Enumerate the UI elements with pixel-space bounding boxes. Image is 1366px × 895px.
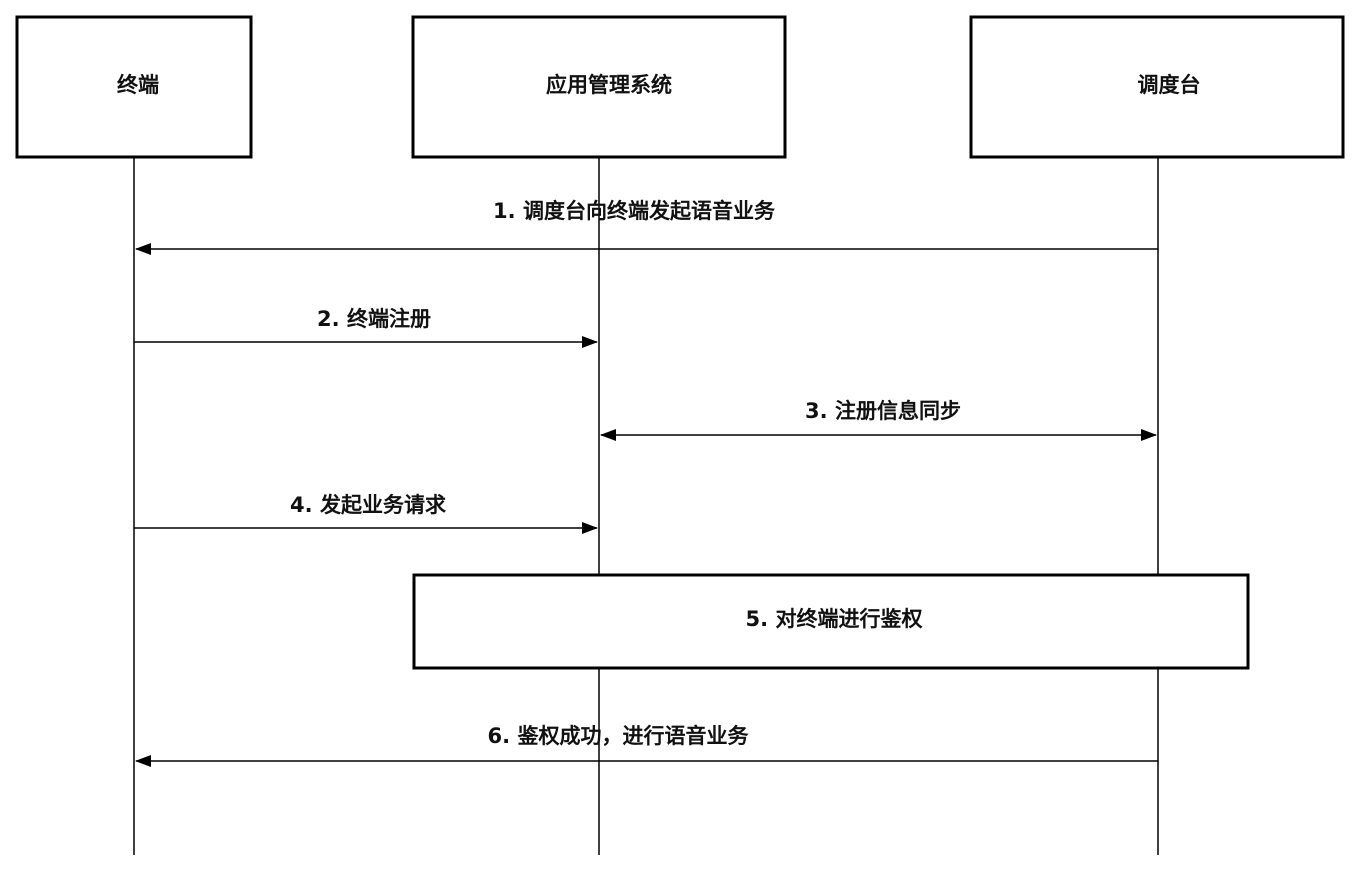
participant-dispatch: 调度台 (969, 15, 1345, 159)
message-2-label: 2. 终端注册 (317, 307, 431, 331)
process-5-label: 5. 对终端进行鉴权 (746, 607, 923, 631)
participant-app-system-label: 应用管理系统 (546, 73, 672, 97)
message-1: 1. 调度台向终端发起语音业务 (135, 199, 1158, 255)
process-5: 5. 对终端进行鉴权 (412, 573, 1250, 670)
participant-terminal: 终端 (15, 15, 253, 159)
message-3: 3. 注册信息同步 (600, 399, 1157, 441)
message-1-label: 1. 调度台向终端发起语音业务 (493, 199, 776, 223)
participant-app-system: 应用管理系统 (411, 15, 787, 159)
message-2: 2. 终端注册 (134, 307, 598, 348)
message-3-label: 3. 注册信息同步 (805, 399, 961, 423)
participant-dispatch-label: 调度台 (1138, 73, 1201, 97)
participant-terminal-label: 终端 (117, 73, 159, 97)
message-4-label: 4. 发起业务请求 (290, 493, 446, 517)
message-4: 4. 发起业务请求 (134, 493, 598, 534)
message-6: 6. 鉴权成功，进行语音业务 (135, 724, 1158, 767)
message-6-label: 6. 鉴权成功，进行语音业务 (488, 724, 750, 748)
